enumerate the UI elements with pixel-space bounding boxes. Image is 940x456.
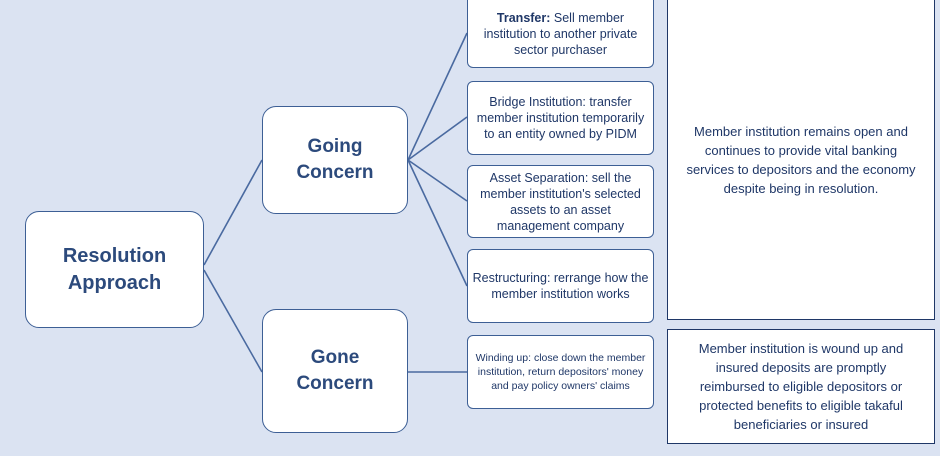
connector-going-bridge bbox=[407, 116, 468, 161]
resolution-approach-node: Resolution Approach bbox=[25, 211, 204, 328]
connector-going-asset bbox=[407, 159, 468, 202]
winding-up-option-text: Winding up: close down the member instit… bbox=[475, 352, 646, 392]
gone-concern-line1: Gone bbox=[310, 347, 360, 368]
winding-up-option-box: Winding up: close down the member instit… bbox=[467, 335, 654, 409]
going-concern-outcome-panel: Member institution remains open and cont… bbox=[667, 0, 935, 320]
gone-concern-line2: Concern bbox=[296, 373, 374, 394]
going-concern-node: Going Concern bbox=[262, 106, 408, 214]
resolution-approach-line1: Resolution bbox=[62, 244, 167, 267]
resolution-approach-line2: Approach bbox=[67, 271, 162, 294]
asset-separation-option-box: Asset Separation: sell the member instit… bbox=[467, 165, 654, 238]
transfer-option-title: Transfer: bbox=[496, 10, 551, 25]
connector-going-transfer bbox=[407, 32, 468, 161]
restructuring-option-text: Restructuring: rerrange how the member i… bbox=[472, 271, 649, 301]
going-concern-outcome-text: Member institution remains open and cont… bbox=[686, 123, 916, 196]
connector-going-restructuring bbox=[407, 159, 468, 287]
going-concern-line1: Going bbox=[307, 136, 363, 157]
asset-separation-option-text: Asset Separation: sell the member instit… bbox=[480, 170, 641, 233]
bridge-institution-option-text: Bridge Institution: transfer member inst… bbox=[476, 95, 645, 141]
gone-concern-outcome-panel: Member institution is wound up and insur… bbox=[667, 329, 935, 444]
restructuring-option-box: Restructuring: rerrange how the member i… bbox=[467, 249, 654, 323]
connector-root-gone bbox=[203, 269, 263, 373]
bridge-institution-option-box: Bridge Institution: transfer member inst… bbox=[467, 81, 654, 155]
transfer-option-box: Transfer: Sell member institution to ano… bbox=[467, 0, 654, 68]
gone-concern-node: Gone Concern bbox=[262, 309, 408, 433]
gone-concern-outcome-text: Member institution is wound up and insur… bbox=[698, 341, 904, 432]
going-concern-line2: Concern bbox=[296, 162, 374, 183]
transfer-option-text: Sell member institution to another priva… bbox=[483, 10, 638, 57]
connector-root-going bbox=[203, 159, 263, 266]
